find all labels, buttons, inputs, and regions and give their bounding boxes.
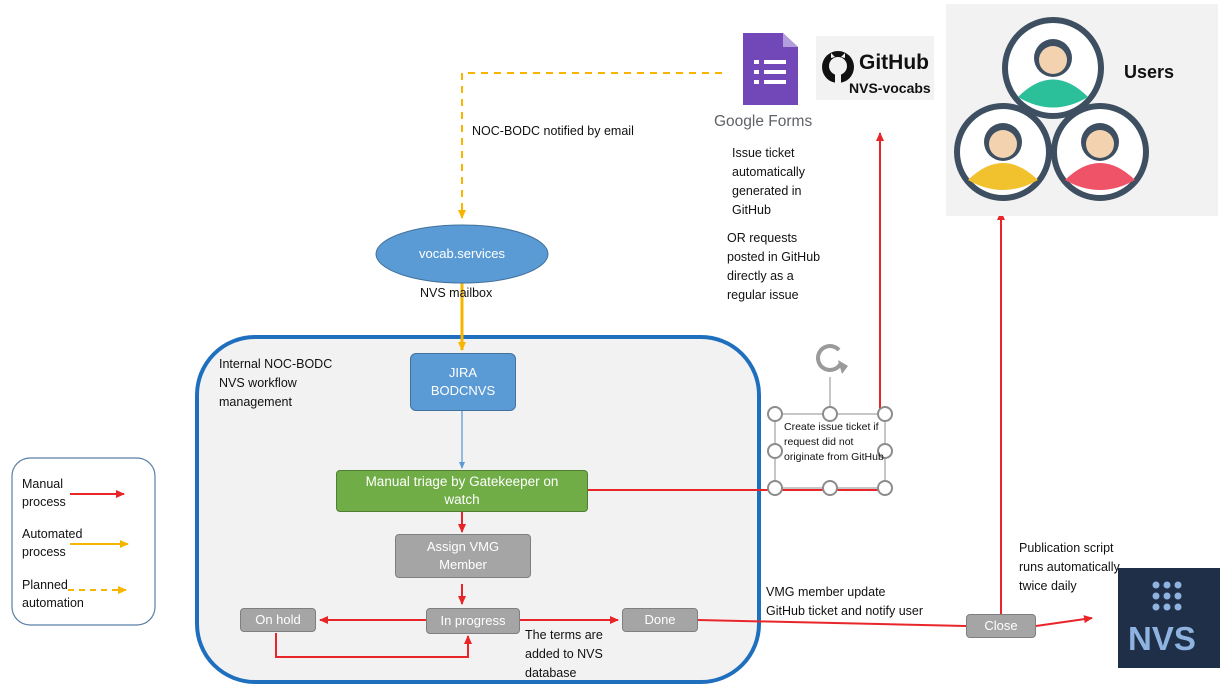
assign-vmg-node[interactable]: Assign VMG Member — [395, 534, 531, 578]
create-ticket-label: Create issue ticket if request did not o… — [784, 421, 884, 463]
jira-node[interactable]: JIRA BODCNVS — [410, 353, 516, 411]
publication-annotation: Publication script runs automatically tw… — [1019, 541, 1120, 593]
github-octocat-icon — [822, 51, 854, 83]
legend-manual-label: Manual process — [22, 477, 66, 509]
google-forms-wordmark: Google Forms — [714, 113, 813, 130]
legend-planned-label: Planned automation — [22, 578, 84, 610]
vocab-services-node-shape — [375, 224, 549, 284]
user-icon-yellow — [954, 103, 1052, 201]
in-progress-node[interactable]: In progress — [426, 608, 520, 634]
nvs-logo-text: NVS — [1128, 620, 1196, 657]
vmg-update-annotation: VMG member update GitHub ticket and noti… — [766, 585, 924, 618]
triage-node[interactable]: Manual triage by Gatekeeper on watch — [336, 470, 588, 512]
nvs-mailbox-label: NVS mailbox — [420, 286, 493, 300]
planned-automation-line — [458, 72, 722, 219]
close-to-nvs-arrow — [1035, 615, 1093, 627]
nvs-vocabs-label: NVS-vocabs — [849, 80, 931, 96]
legend-automated-label: Automated process — [22, 527, 83, 559]
users-title: Users — [1124, 62, 1175, 82]
on-hold-node[interactable]: On hold — [240, 608, 316, 632]
hold-to-progress-arrow — [275, 633, 472, 658]
rotate-handle-icon[interactable] — [814, 342, 848, 375]
vocab-services-label: vocab.services — [419, 246, 505, 261]
user-icon-teal — [1002, 17, 1104, 119]
legend-box — [11, 457, 156, 626]
github-wordmark: GitHub — [859, 51, 929, 74]
done-node[interactable]: Done — [622, 608, 698, 632]
done-to-close-line — [697, 619, 967, 627]
nvs-logo-icon — [1118, 568, 1220, 668]
user-icon-pink — [1051, 103, 1149, 201]
google-forms-icon — [743, 33, 798, 105]
issue-auto-annotation: Issue ticket automatically generated in … — [732, 146, 805, 217]
or-requests-annotation: OR requests posted in GitHub directly as… — [727, 231, 821, 302]
close-node[interactable]: Close — [966, 614, 1036, 638]
notified-annotation: NOC-BODC notified by email — [472, 124, 634, 138]
internal-workflow-label: Internal NOC-BODC NVS workflow managemen… — [219, 357, 333, 409]
terms-added-annotation: The terms are added to NVS database — [525, 628, 603, 680]
